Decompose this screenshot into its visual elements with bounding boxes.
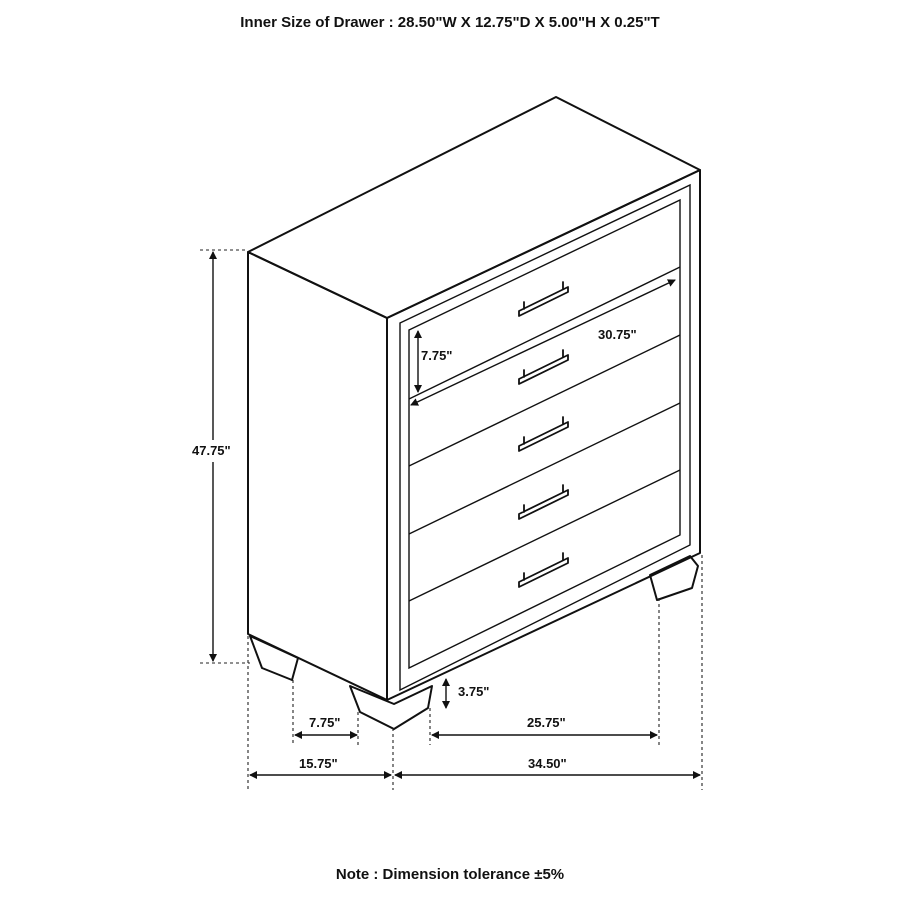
width-label: 34.50" [528,756,567,771]
foot-front-right [649,555,699,601]
chest-front-frame-inner [399,183,691,692]
drawer-inner-size-title: Inner Size of Drawer : 28.50"W X 12.75"D… [240,14,660,31]
chest-side-panel [247,251,388,701]
drawer-handle-2 [518,349,569,385]
chest-front-inset [408,198,681,670]
drawer-width-label: 30.75" [598,327,637,342]
drawer-width-dimension-line [410,279,676,406]
drawer-line-4 [408,469,681,602]
foot-front-left [349,685,433,730]
depth-label: 15.75" [299,756,338,771]
drawer-handle-5 [518,552,569,588]
side-leg-spacing-label: 7.75" [309,715,340,730]
foot-back-left [249,635,299,681]
drawer-line-3 [408,402,681,535]
drawer-handle-4 [518,484,569,520]
drawer-handle-1 [518,281,569,317]
tolerance-note: Note : Dimension tolerance ±5% [335,866,565,883]
drawer-height-label: 7.75" [421,348,452,363]
drawer-handle-3 [518,416,569,452]
front-leg-spacing-label: 25.75" [527,715,566,730]
chest-front-frame [386,169,701,701]
drawer-line-1 [408,266,681,400]
toe-height-label: 3.75" [458,684,489,699]
height-label: 47.75" [192,443,231,458]
